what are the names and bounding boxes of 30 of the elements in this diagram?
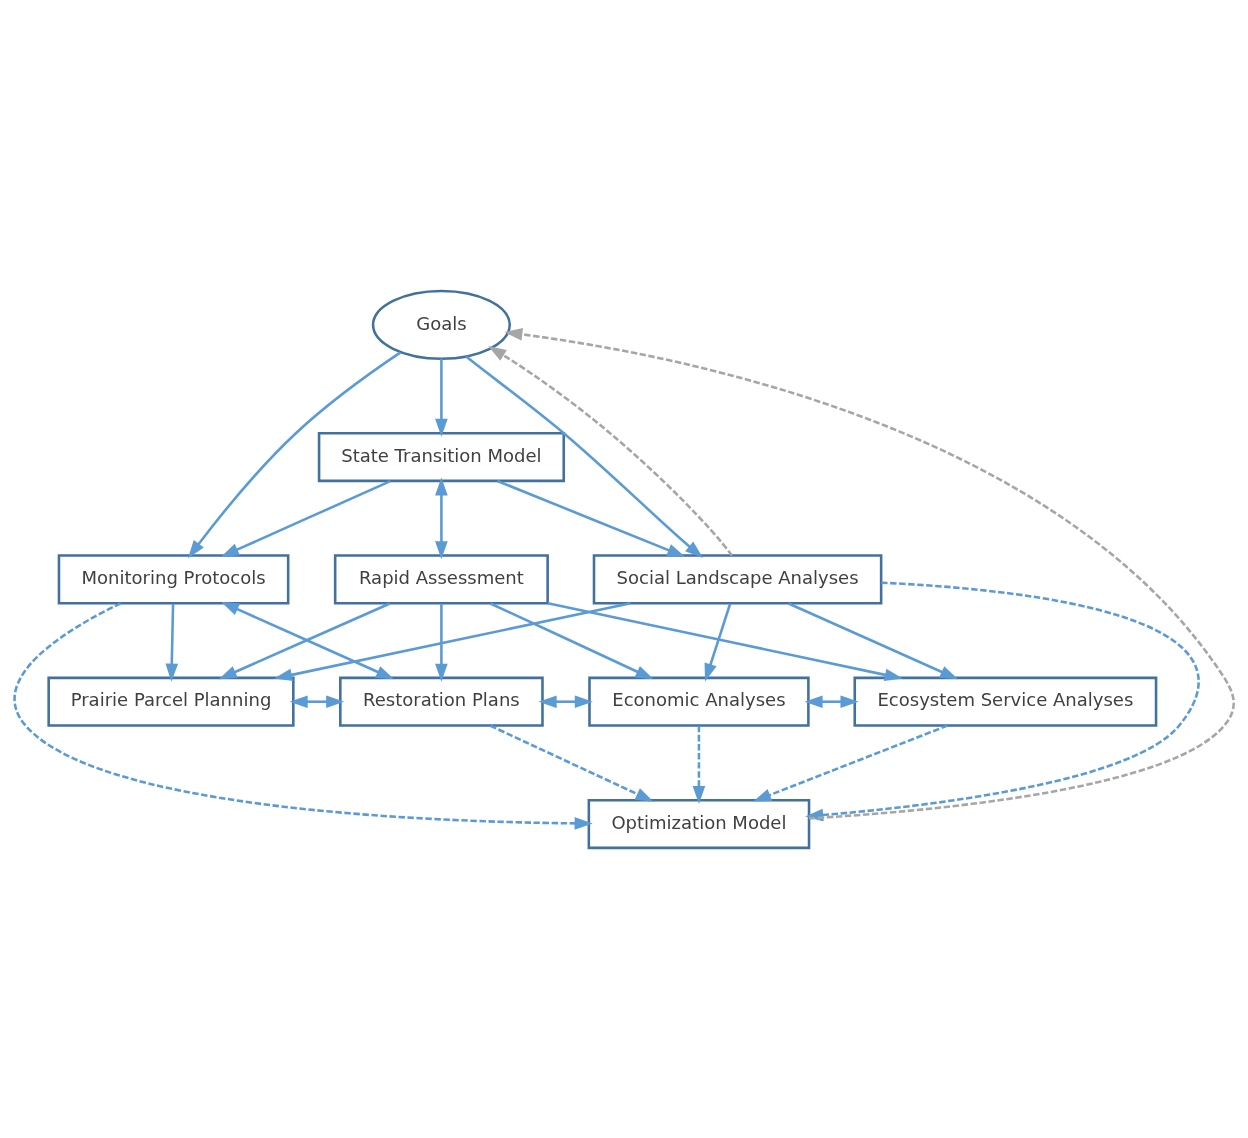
arrow [496, 479, 686, 557]
arrow [538, 694, 593, 708]
node-box: State Transition Model [317, 431, 565, 482]
arrow [435, 477, 448, 559]
node-box: Optimization Model [587, 798, 811, 849]
node-box: Restoration Plans [339, 676, 544, 727]
arrow [692, 725, 706, 804]
node-box: Monitoring Protocols [57, 553, 290, 604]
arrow [489, 601, 654, 679]
arrow [13, 601, 593, 830]
arrow [165, 603, 179, 682]
node-box: Social Landscape Analyses [592, 553, 883, 604]
arrow [274, 601, 631, 681]
arrow [489, 724, 654, 802]
arrow [753, 723, 948, 802]
arrow [788, 601, 959, 679]
arrow [704, 602, 732, 681]
node-box: Prairie Parcel Planning [47, 676, 295, 727]
node-box: Economic Analyses [588, 676, 810, 727]
arrow [289, 694, 345, 708]
arrow [435, 358, 448, 437]
node-box: Ecosystem Service Analyses [853, 676, 1158, 727]
arrow [547, 601, 903, 681]
arrow [435, 603, 448, 682]
arrow [220, 479, 391, 557]
node-box: Rapid Assessment [333, 553, 549, 604]
arrow [465, 355, 704, 558]
arrow [187, 350, 402, 558]
arrow [488, 345, 733, 556]
arrow [804, 694, 859, 708]
